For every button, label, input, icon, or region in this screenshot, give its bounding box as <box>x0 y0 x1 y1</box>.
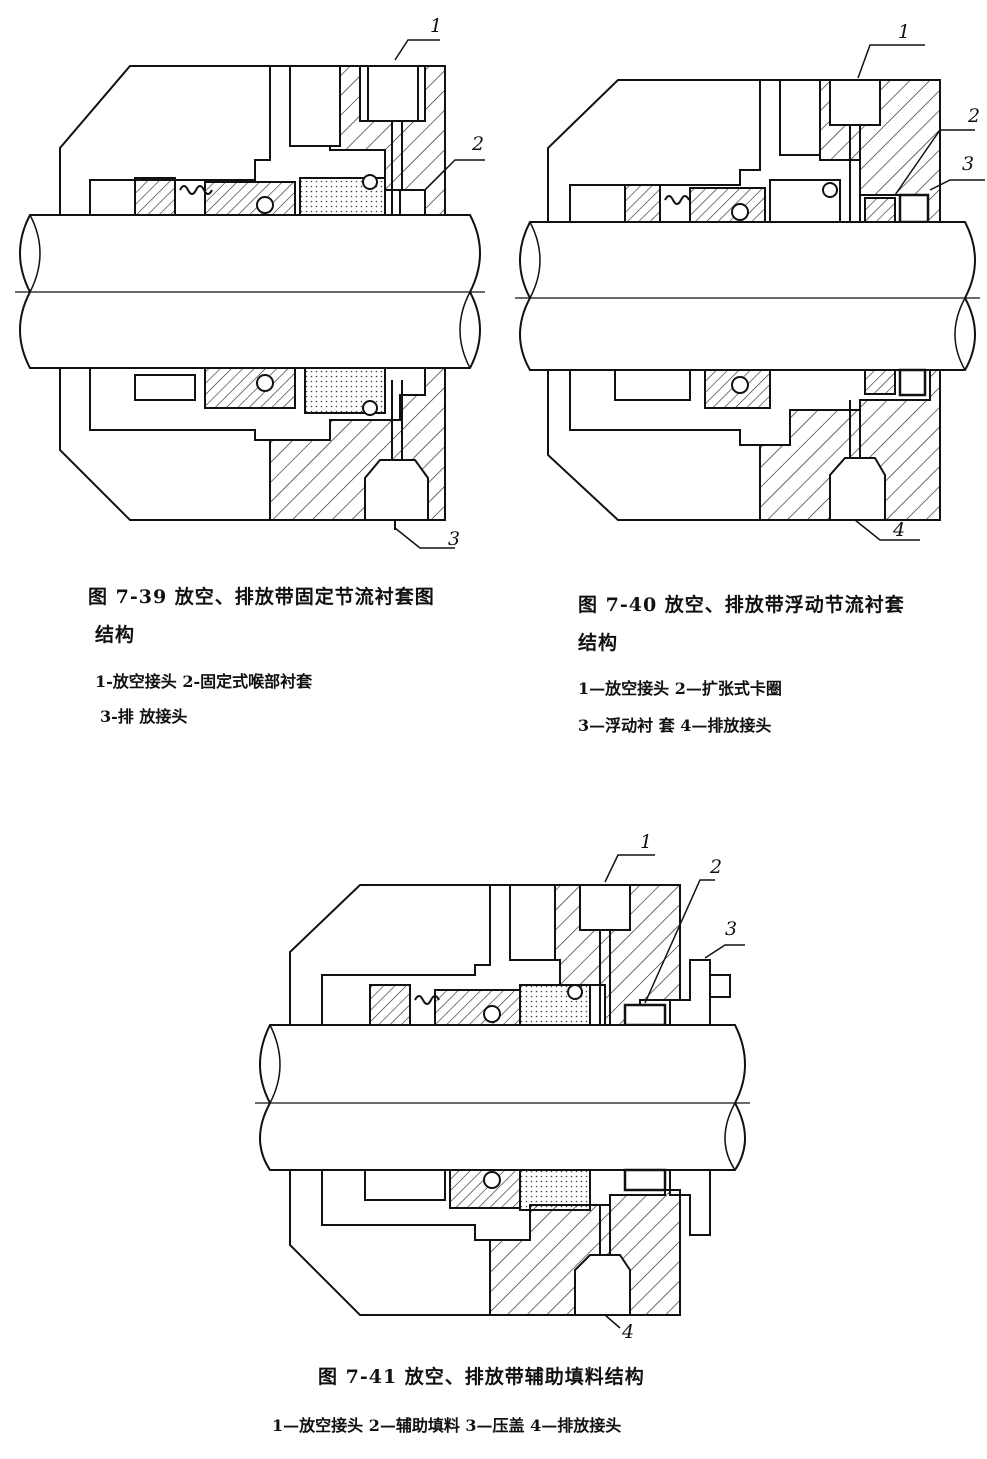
figure-7-40-legend-2: 3—浮动衬 套 4—排放接头 <box>578 716 772 735</box>
aux-packing <box>623 1003 667 1027</box>
callout-3-fig39: 3 <box>448 528 460 550</box>
leader-2 <box>424 159 485 191</box>
leader-3 <box>394 527 455 549</box>
callout-4-fig40: 4 <box>892 519 905 541</box>
expansion-ring <box>864 197 896 223</box>
figure-7-40-caption: 图 7-40 放空、排放带浮动节流衬套 <box>578 594 905 616</box>
floating-bushing <box>898 193 930 224</box>
figure-7-39-caption: 图 7-39 放空、排放带固定节流衬套图 <box>88 586 435 608</box>
housing-outline-lower <box>547 369 761 521</box>
housing-outline-lower <box>289 1169 491 1316</box>
callout-3-fig41: 3 <box>725 918 737 940</box>
bushing-face <box>399 189 426 216</box>
figure-7-40-drawing <box>515 44 985 541</box>
callout-2-fig40: 2 <box>967 105 980 127</box>
o-ring-upper <box>256 196 274 214</box>
figure-7-40-caption-cont: 结构 <box>578 632 619 654</box>
shaft <box>519 221 976 371</box>
spring-retainer <box>134 177 176 216</box>
vent-port-upper <box>359 65 426 122</box>
callout-2-fig41: 2 <box>709 856 722 878</box>
seal-ring-upper <box>204 181 296 216</box>
figure-7-41-drawing <box>255 854 750 1329</box>
callout-2-fig39: 2 <box>471 133 484 155</box>
drain-port <box>364 459 429 521</box>
figure-7-39-legend-1: 1-放空接头 2-固定式喉部衬套 <box>95 672 313 691</box>
leader-1 <box>394 39 440 61</box>
callout-1-fig39: 1 <box>430 15 442 37</box>
o-ring-upper-2 <box>362 174 378 190</box>
figure-7-40-legend-1: 1—放空接头 2—扩张式卡圈 <box>578 679 782 698</box>
upper-pocket <box>289 65 341 147</box>
o-ring-lower <box>256 374 274 392</box>
figure-7-41-legend: 1—放空接头 2—辅助填料 3—压盖 4—排放接头 <box>272 1416 622 1435</box>
callout-1-fig41: 1 <box>640 831 652 853</box>
figure-7-39-drawing <box>15 39 485 549</box>
callout-1-fig40: 1 <box>898 21 910 43</box>
seal-ring-lower <box>204 367 296 409</box>
callout-4-fig41: 4 <box>621 1321 634 1343</box>
vent-port-upper-inner <box>367 65 419 122</box>
callout-3-fig40: 3 <box>962 153 974 175</box>
figure-7-41-caption: 图 7-41 放空、排放带辅助填料结构 <box>318 1366 645 1388</box>
figure-7-39-legend-2: 3-排 放接头 <box>100 707 188 726</box>
housing-outline <box>289 884 491 1026</box>
housing-outline-lower <box>59 367 271 521</box>
shaft <box>259 1024 746 1171</box>
o-ring-lower-2 <box>362 400 378 416</box>
figure-7-39-caption-cont: 结构 <box>95 624 136 646</box>
